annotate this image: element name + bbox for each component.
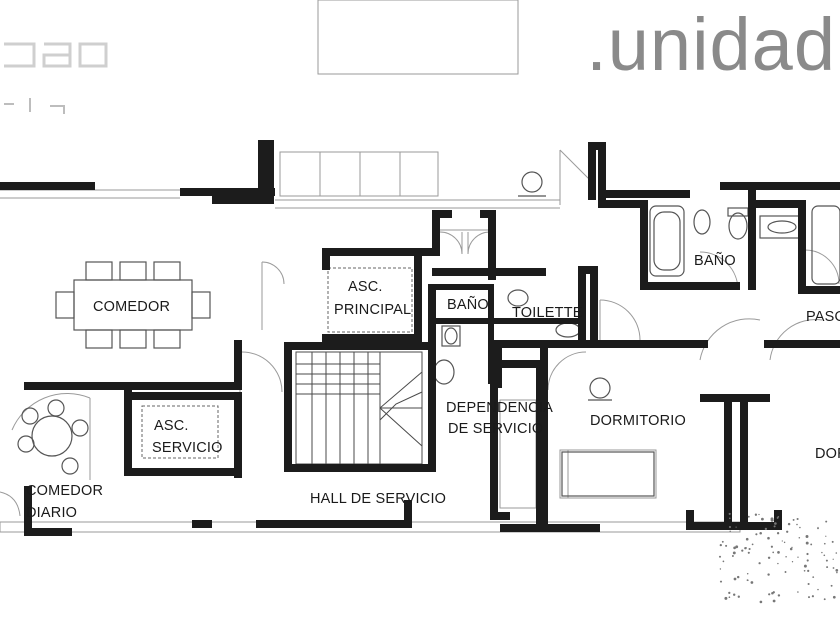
breakfast-table [17, 399, 89, 475]
bedroom-chair [588, 377, 612, 401]
label-asc-servicio-2: SERVICIO [152, 440, 223, 456]
logo-mark [4, 42, 108, 114]
label-paso: PASO [806, 309, 840, 325]
texture-dots [718, 512, 839, 604]
elevator-interiors [141, 267, 413, 459]
label-bano-right: BAÑO [694, 252, 736, 269]
dining-table [55, 261, 211, 349]
bed [561, 451, 655, 497]
balcony-chair [518, 171, 546, 197]
label-dependencia-1: DEPENDENCIA [446, 400, 553, 416]
label-comedor-diario-1: COMEDOR [26, 483, 103, 499]
room-labels: COMEDOR ASC. PRINCIPAL BAÑO TOILETTE BAÑ… [26, 252, 840, 521]
label-asc-servicio-1: ASC. [154, 418, 189, 434]
label-comedor: COMEDOR [93, 299, 170, 315]
label-dependencia-2: DE SERVICIO [448, 421, 543, 437]
plan-walls [0, 140, 840, 536]
label-hall-servicio: HALL DE SERVICIO [310, 491, 446, 507]
label-toilette: TOILETTE [512, 305, 583, 321]
label-dormitorio-2: DOR [815, 446, 840, 462]
staircase [295, 351, 423, 465]
label-dormitorio: DORMITORIO [590, 413, 686, 429]
label-asc-principal-1: ASC. [348, 279, 383, 295]
label-asc-principal-2: PRINCIPAL [334, 302, 411, 318]
page-title: .unidad [586, 3, 836, 86]
label-comedor-diario-2: DIARIO [26, 505, 77, 521]
label-bano-center: BAÑO [447, 296, 489, 313]
